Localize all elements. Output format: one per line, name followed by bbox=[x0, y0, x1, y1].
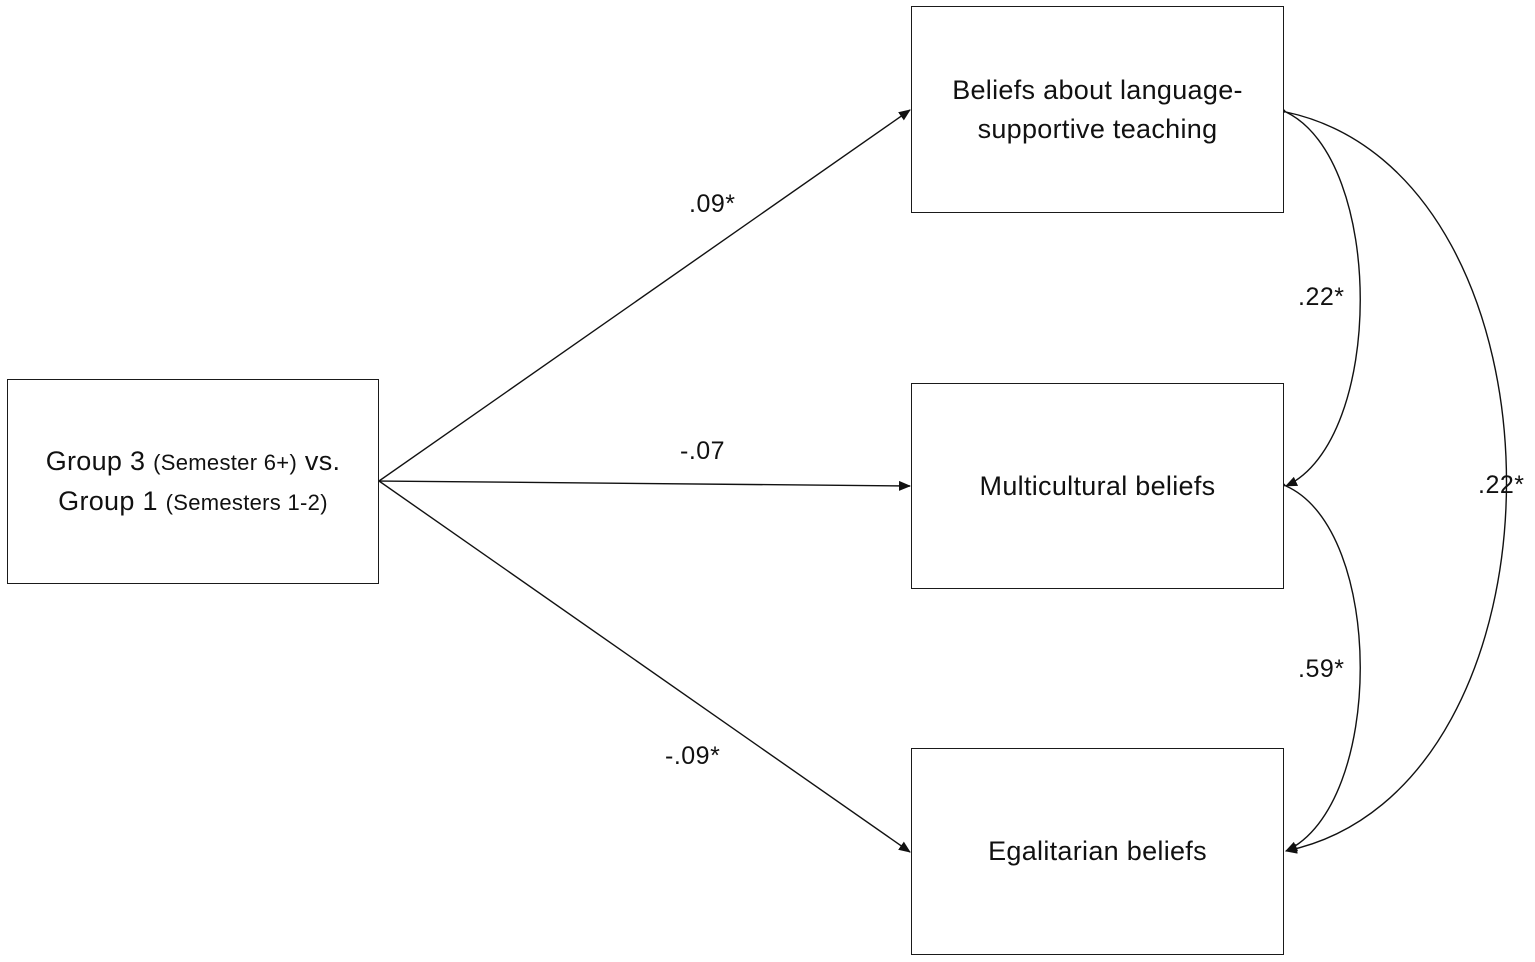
cov-coef-language-egalitarian: .22* bbox=[1478, 471, 1525, 499]
cov-curve-multicultural-egalitarian bbox=[1273, 476, 1361, 852]
path-coef-language: .09* bbox=[689, 190, 736, 218]
predictor-group-3: Group 3 bbox=[45, 445, 146, 476]
predictor-line-1: Group 3 (Semester 6+) vs. bbox=[46, 442, 341, 482]
outcome-language-line-1: Beliefs about language- bbox=[952, 74, 1243, 105]
cov-curve-language-multicultural bbox=[1273, 102, 1361, 487]
predictor-vs: vs. bbox=[304, 445, 341, 476]
cov-curve-language-egalitarian bbox=[1274, 104, 1508, 854]
predictor-group-1: Group 1 bbox=[58, 485, 158, 516]
outcome-box-egalitarian: Egalitarian beliefs bbox=[911, 748, 1284, 955]
path-arrow-to-egalitarian bbox=[378, 480, 911, 853]
outcome-box-multicultural: Multicultural beliefs bbox=[911, 383, 1284, 589]
predictor-group-3-semesters: (Semester 6+) bbox=[153, 449, 298, 475]
outcome-egalitarian-label: Egalitarian beliefs bbox=[988, 836, 1207, 866]
outcome-box-language-supportive: Beliefs about language- supportive teach… bbox=[911, 6, 1284, 213]
path-coef-egalitarian: -.09* bbox=[665, 742, 721, 770]
path-coef-multicultural: -.07 bbox=[680, 437, 726, 465]
outcome-multicultural-label: Multicultural beliefs bbox=[979, 470, 1216, 501]
path-arrow-to-language bbox=[378, 109, 911, 482]
cov-coef-multicultural-egalitarian: .59* bbox=[1298, 655, 1345, 683]
predictor-group-1-semesters: (Semesters 1-2) bbox=[165, 489, 328, 515]
predictor-box: Group 3 (Semester 6+) vs. Group 1 (Semes… bbox=[7, 379, 379, 584]
predictor-line-2: Group 1 (Semesters 1-2) bbox=[46, 482, 341, 522]
outcome-language-line-2: supportive teaching bbox=[977, 113, 1218, 144]
path-arrow-to-multicultural bbox=[378, 480, 911, 491]
cov-coef-language-multicultural: .22* bbox=[1298, 283, 1345, 311]
